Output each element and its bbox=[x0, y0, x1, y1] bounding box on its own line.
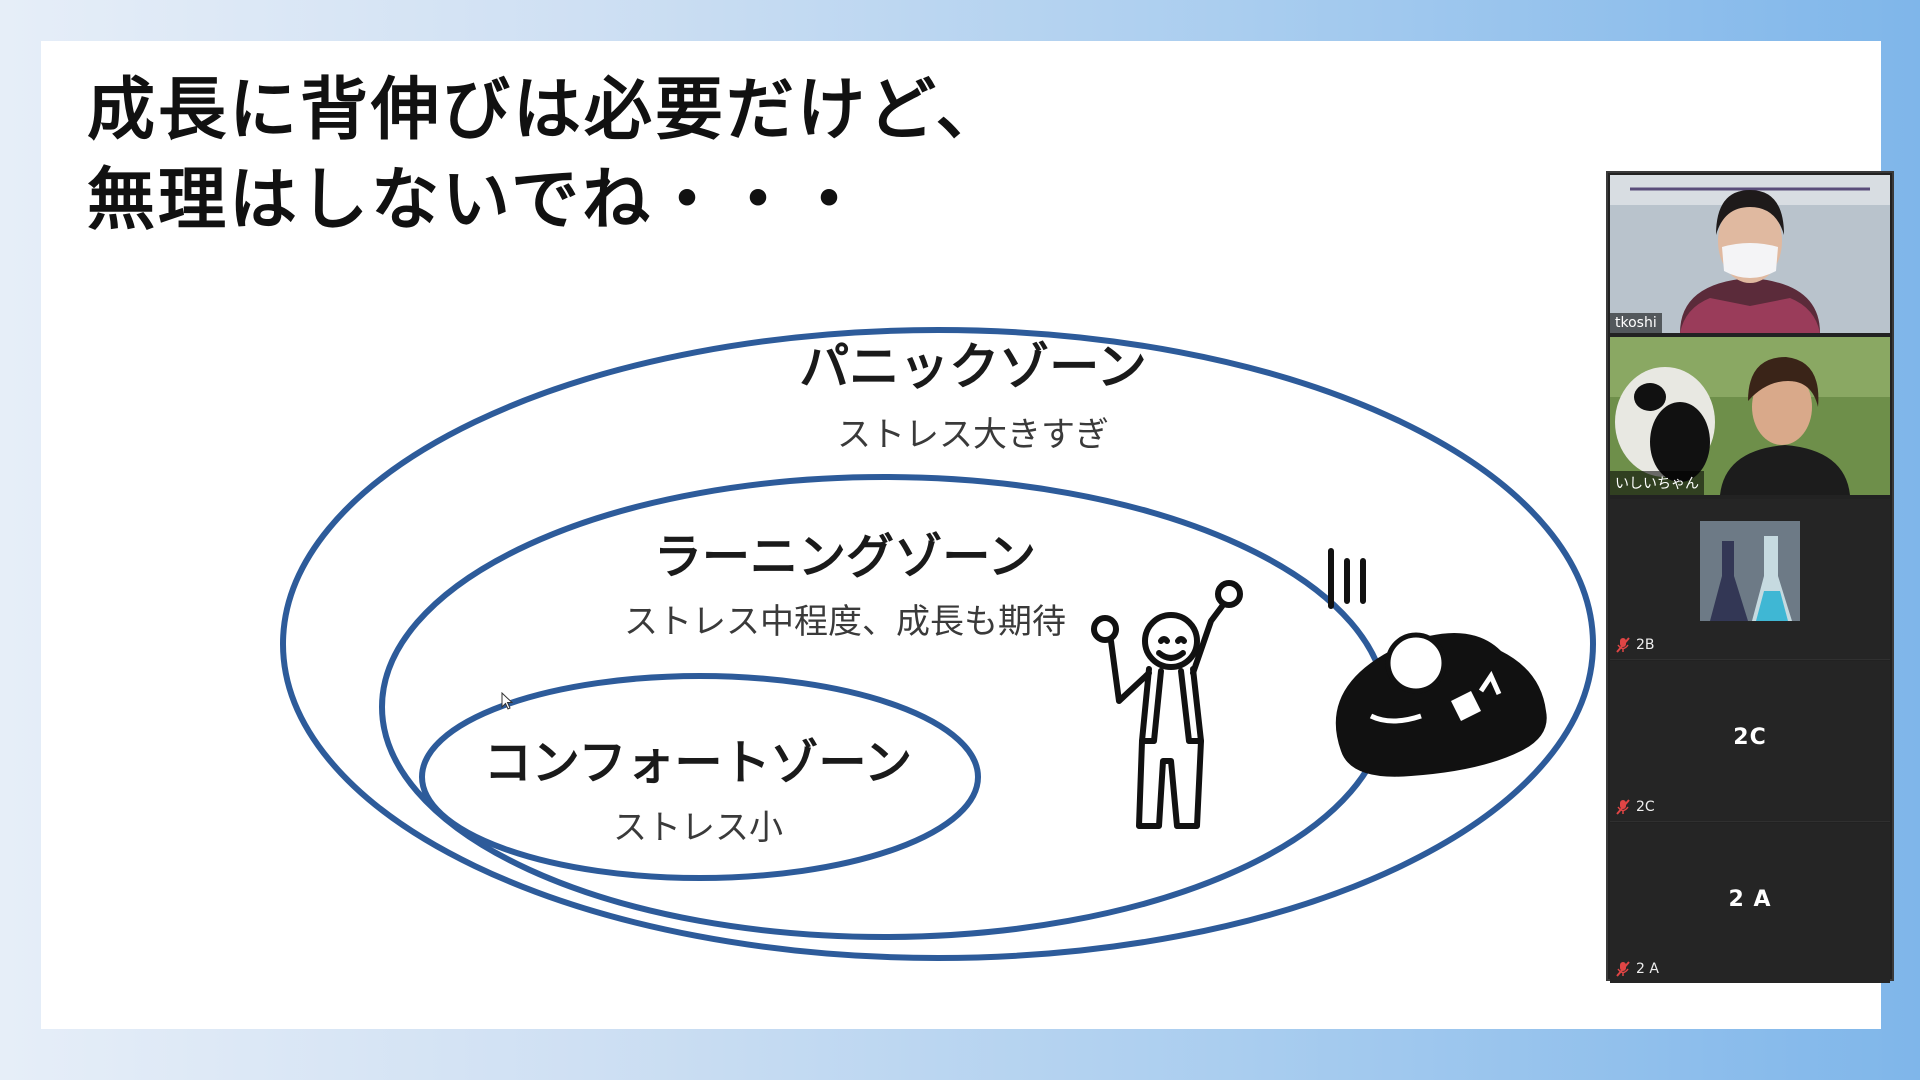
comfort-zone-subtitle: ストレス小 bbox=[613, 808, 783, 848]
mouse-cursor-icon bbox=[501, 691, 514, 714]
participant-mute-status: 2B bbox=[1616, 637, 1655, 653]
participant-tile-tkoshi[interactable]: tkoshi bbox=[1610, 175, 1890, 333]
comfort-zone-ellipse bbox=[419, 673, 981, 881]
cheering-person-icon bbox=[1091, 580, 1243, 829]
participant-video-ishii bbox=[1610, 337, 1890, 495]
mic-off-icon bbox=[1616, 799, 1630, 815]
zone-diagram: パニックゾーン ストレス大きすぎ ラーニングゾーン ストレス中程度、成長も期待 … bbox=[280, 327, 1596, 961]
participant-display-name: 2 A bbox=[1728, 887, 1772, 912]
participant-tile-ishii[interactable]: いしいちゃん bbox=[1610, 337, 1890, 495]
panic-zone-ellipse bbox=[280, 327, 1596, 961]
participant-name: いしいちゃん bbox=[1610, 471, 1704, 495]
participant-name: 2 A bbox=[1636, 961, 1659, 977]
learning-zone-subtitle: ストレス中程度、成長も期待 bbox=[624, 602, 1066, 642]
presentation-slide: 成長に背伸びは必要だけど、 無理はしないでね・・・ パニックゾーン ストレス大き… bbox=[41, 41, 1881, 1029]
comfort-zone-title: コンフォートゾーン bbox=[484, 735, 912, 791]
panic-zone-subtitle: ストレス大きすぎ bbox=[837, 415, 1109, 455]
participant-mute-status: 2 A bbox=[1616, 961, 1659, 977]
participant-mute-status: 2C bbox=[1616, 799, 1655, 815]
participant-name: 2C bbox=[1636, 799, 1655, 815]
slide-title-line1: 成長に背伸びは必要だけど、 bbox=[87, 70, 1007, 150]
mic-off-icon bbox=[1616, 961, 1630, 977]
collapsed-person-icon bbox=[1328, 548, 1547, 777]
participant-tile-2c[interactable]: 2C 2C bbox=[1610, 661, 1890, 822]
participants-panel: tkoshi いしいちゃん 2B bbox=[1606, 171, 1894, 983]
participant-name: tkoshi bbox=[1610, 313, 1662, 333]
participant-tile-2a[interactable]: 2 A 2 A bbox=[1610, 823, 1890, 983]
slide-title-line2: 無理はしないでね・・・ bbox=[87, 160, 866, 240]
mic-off-icon bbox=[1616, 637, 1630, 653]
participant-video-2b bbox=[1700, 521, 1800, 621]
participant-name: 2B bbox=[1636, 637, 1655, 653]
participant-video-tkoshi bbox=[1610, 175, 1890, 333]
panic-zone-title: パニックゾーン bbox=[799, 338, 1147, 396]
participant-tile-2b[interactable]: 2B bbox=[1610, 499, 1890, 660]
slide-title: 成長に背伸びは必要だけど、 無理はしないでね・・・ bbox=[87, 65, 1007, 245]
learning-zone-title: ラーニングゾーン bbox=[654, 529, 1036, 585]
participant-display-name: 2C bbox=[1733, 725, 1767, 750]
